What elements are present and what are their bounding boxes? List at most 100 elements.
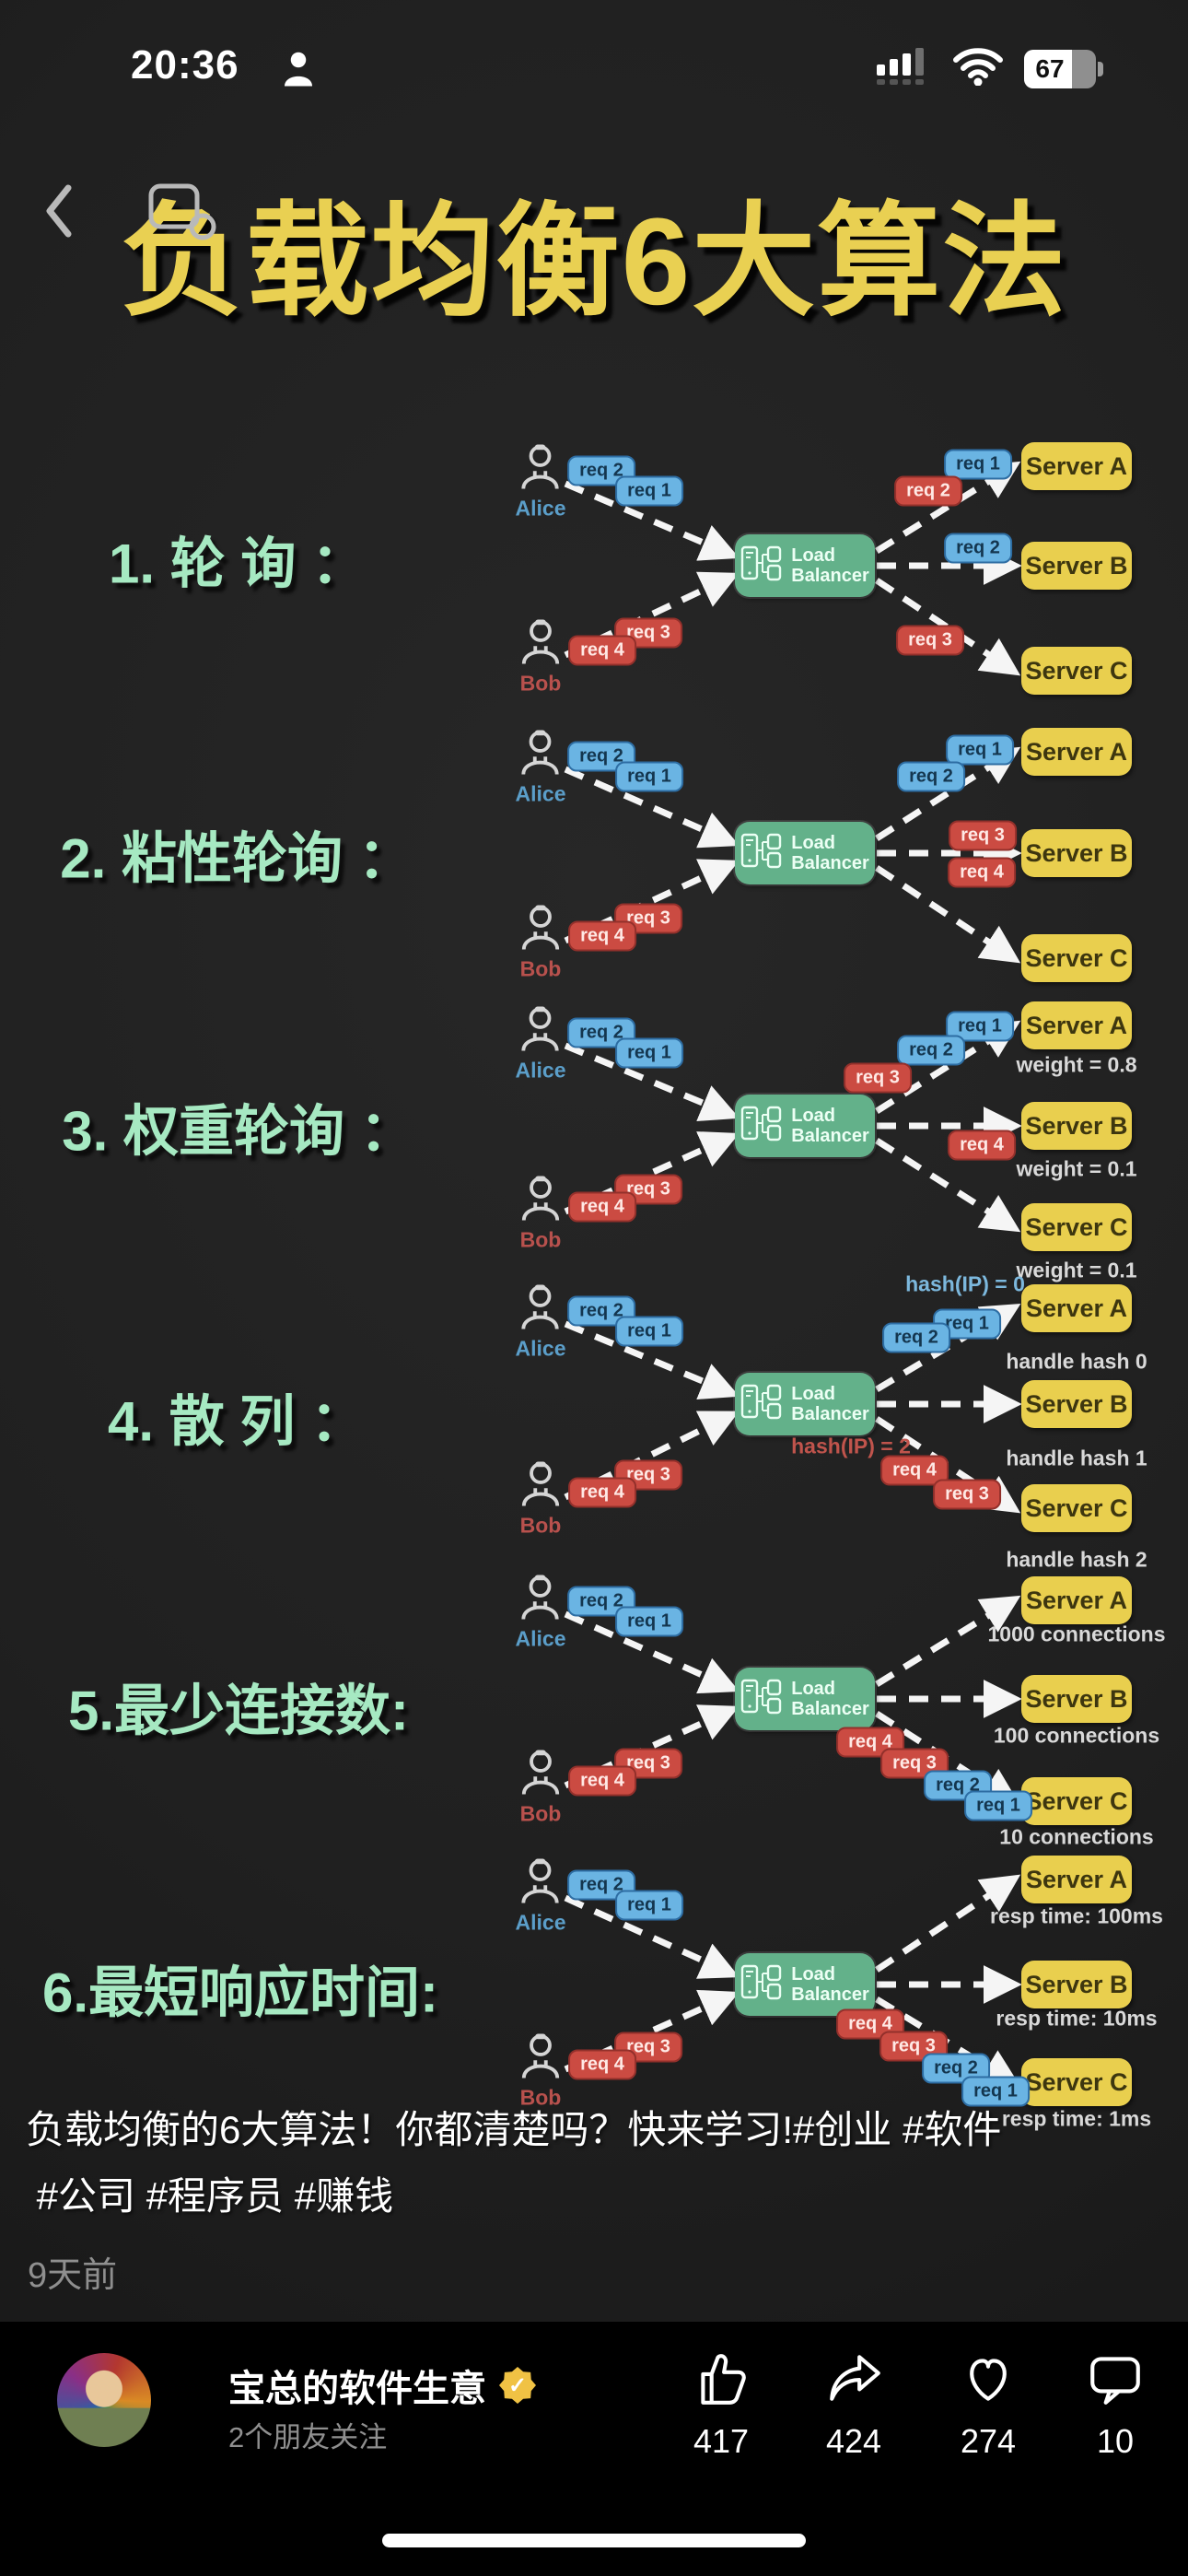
load-balancer-icon <box>740 833 783 874</box>
request-chip: req 3 <box>614 903 682 934</box>
server-node: Server B <box>1021 1102 1132 1150</box>
bob-person-icon <box>519 1175 562 1227</box>
request-chip: req 4 <box>568 920 636 952</box>
request-chip: req 3 <box>614 1459 682 1491</box>
bob-user: Bob <box>519 1460 562 1539</box>
alice-user: Alice <box>515 1857 566 1936</box>
alice-user: Alice <box>516 1574 565 1652</box>
server-note: handle hash 0 <box>1006 1349 1147 1374</box>
request-chip: req 4 <box>948 1130 1016 1161</box>
bob-user: Bob <box>519 1749 562 1827</box>
load-balancer-icon <box>740 1106 783 1147</box>
section-label-2: 2. 粘性轮询 ： <box>60 827 413 890</box>
alice-person-icon <box>519 443 562 496</box>
server-note: resp time: 10ms <box>996 2006 1158 2031</box>
server-note: weight = 0.1 <box>1016 1258 1137 1282</box>
alice-user: Alice <box>515 1283 566 1362</box>
share-arrow-icon <box>823 2348 884 2413</box>
alice-person-icon <box>519 729 562 781</box>
server-node: Server B <box>1021 1380 1132 1428</box>
cellular-signal-icon <box>875 46 932 91</box>
server-note: 10 connections <box>999 1824 1154 1849</box>
section-label-5: 5.最少连接数: <box>67 1680 410 1742</box>
hash-label: hash(IP) = 0 <box>905 1271 1025 1296</box>
verified-badge-icon <box>499 2367 536 2404</box>
battery-icon: 67 <box>1024 49 1103 88</box>
server-note: handle hash 1 <box>1006 1446 1147 1470</box>
request-chip: req 2 <box>567 741 635 772</box>
request-chip: req 2 <box>567 455 635 486</box>
alice-label: Alice <box>515 1910 566 1935</box>
server-node: Server C <box>1021 934 1132 982</box>
request-chip: req 1 <box>615 1890 683 1921</box>
alice-label: Alice <box>515 1336 566 1361</box>
bob-user: Bob <box>519 1175 562 1253</box>
server-note: resp time: 1ms <box>1001 2106 1152 2131</box>
bob-label: Bob <box>519 1801 562 1826</box>
request-chip: req 2 <box>882 1322 950 1353</box>
alice-person-icon <box>519 1005 562 1058</box>
avatar[interactable] <box>57 2353 151 2447</box>
thumbs-up-icon <box>691 2348 751 2413</box>
request-chip: req 1 <box>615 761 683 792</box>
request-chip: req 4 <box>948 857 1016 888</box>
alice-user: Alice <box>515 729 566 807</box>
request-chip: req 2 <box>897 1035 965 1066</box>
account-name[interactable]: 宝总的软件生意 <box>228 2369 486 2409</box>
favorite-button[interactable]: 274 <box>933 2348 1043 2461</box>
clock: 20:36 <box>131 42 239 88</box>
request-chip: req 2 <box>567 1586 635 1617</box>
battery-percent: 67 <box>1035 53 1065 83</box>
request-chip: req 4 <box>568 1191 636 1223</box>
back-icon[interactable] <box>42 182 76 244</box>
video-frame[interactable] <box>0 0 1188 2331</box>
bob-person-icon <box>519 904 562 956</box>
bob-label: Bob <box>519 956 562 981</box>
request-chip: req 3 <box>949 820 1017 851</box>
alice-person-icon <box>519 1857 562 1910</box>
request-chip: req 2 <box>567 1869 635 1901</box>
section-label-6: 6.最短响应时间: <box>41 1961 439 2024</box>
alice-label: Alice <box>515 1058 566 1083</box>
server-note: resp time: 100ms <box>990 1903 1163 1928</box>
server-node: Server A <box>1021 1284 1132 1332</box>
bob-label: Bob <box>519 2085 562 2110</box>
server-node: Server A <box>1021 1856 1132 1903</box>
server-node: Server C <box>1021 2058 1132 2106</box>
caption-line-1[interactable]: 负载均衡的6大算法！你都清楚吗？快来学习!#创业 #软件 <box>26 2108 1002 2151</box>
request-chip: req 3 <box>614 2032 682 2063</box>
section-label-4: 4. 散 列 ： <box>107 1390 367 1453</box>
request-chip: req 4 <box>568 2049 636 2080</box>
home-indicator[interactable] <box>382 2534 806 2547</box>
share-button[interactable]: 424 <box>798 2348 909 2461</box>
hash-label: hash(IP) = 2 <box>791 1434 911 1458</box>
pip-window-icon[interactable] <box>147 182 219 246</box>
alice-label: Alice <box>515 781 566 806</box>
load-balancer-icon <box>740 545 783 587</box>
server-node: Server C <box>1021 647 1132 695</box>
post-age: 9天前 <box>28 2256 118 2295</box>
request-chip: req 3 <box>844 1062 912 1094</box>
request-chip: req 2 <box>567 1017 635 1048</box>
server-note: weight = 0.1 <box>1016 1156 1137 1181</box>
video-title: 负载均衡6大算法 <box>120 193 1068 331</box>
like-button[interactable]: 417 <box>666 2348 776 2461</box>
favorite-count: 274 <box>960 2422 1017 2460</box>
request-chip: req 4 <box>880 1455 949 1486</box>
status-bar: 20:36 <box>0 41 1188 96</box>
server-node: Server C <box>1021 1203 1132 1251</box>
request-chip: req 1 <box>615 1316 683 1347</box>
comment-count: 10 <box>1096 2422 1135 2460</box>
bob-label: Bob <box>519 671 562 696</box>
alice-person-icon <box>519 1574 562 1626</box>
bob-user: Bob <box>519 904 562 982</box>
caption-line-2[interactable]: #公司 #程序员 #赚钱 <box>26 2174 394 2218</box>
alice-person-icon <box>519 1283 562 1336</box>
comment-button[interactable]: 10 <box>1060 2348 1171 2461</box>
server-node: Server C <box>1021 1484 1132 1532</box>
